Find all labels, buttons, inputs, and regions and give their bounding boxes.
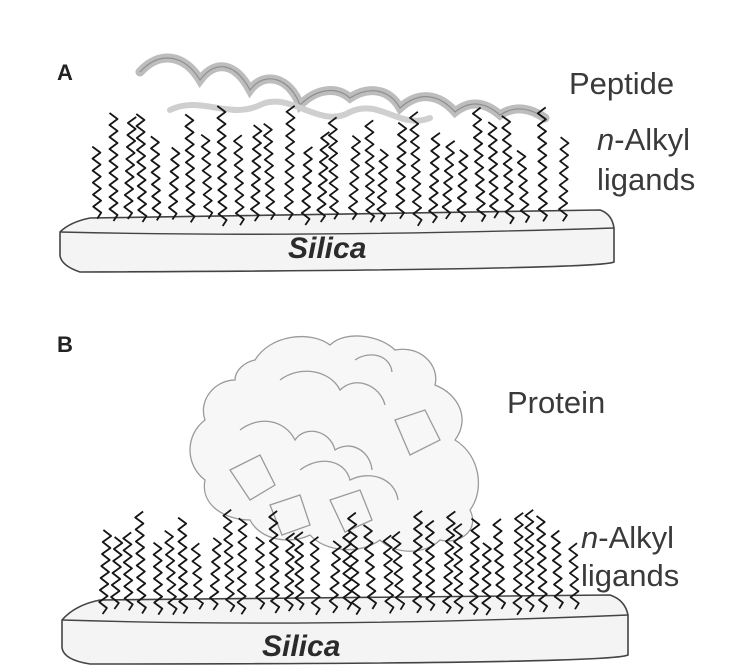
alkyl-chain xyxy=(302,147,313,225)
alkyl-chain xyxy=(251,125,261,221)
panel-a-ligand-prefix: n xyxy=(597,122,614,157)
panel-b-protein xyxy=(190,336,478,551)
panel-a-silica-label: Silica xyxy=(288,232,366,265)
alkyl-chain xyxy=(124,117,136,219)
alkyl-chain xyxy=(443,141,455,219)
alkyl-chain xyxy=(111,537,122,609)
panel-a: A Silica Peptide n-Alkyl ligands xyxy=(57,58,695,272)
alkyl-chain xyxy=(234,135,244,225)
alkyl-chain xyxy=(185,114,194,222)
alkyl-chain xyxy=(488,122,498,218)
alkyl-chain xyxy=(349,136,360,220)
panel-a-ligand-label-line2: ligands xyxy=(597,162,695,197)
alkyl-chain xyxy=(410,112,422,226)
alkyl-chain xyxy=(92,147,101,219)
alkyl-chain xyxy=(429,133,440,223)
alkyl-chain xyxy=(559,137,569,221)
alkyl-chain xyxy=(473,108,485,222)
panel-a-peptide-label: Peptide xyxy=(569,66,674,101)
panel-b-protein-label: Protein xyxy=(507,385,605,420)
panel-b-silica-slab xyxy=(62,595,628,664)
panel-b-silica-label: Silica xyxy=(262,630,340,663)
panel-a-peptide xyxy=(140,58,545,121)
alkyl-chain xyxy=(458,150,468,222)
panel-a-ligand-label-line1: n-Alkyl xyxy=(597,122,690,157)
alkyl-chain xyxy=(365,120,374,222)
alkyl-chain xyxy=(377,149,387,221)
alkyl-chain xyxy=(223,510,234,612)
alkyl-chain xyxy=(151,136,161,220)
panel-b-ligand-prefix: n xyxy=(581,520,598,555)
panel-a-letter: A xyxy=(57,60,73,85)
alkyl-chain xyxy=(217,106,226,226)
alkyl-chain xyxy=(110,113,118,221)
alkyl-chain xyxy=(136,114,146,222)
alkyl-chain xyxy=(538,107,547,221)
alkyl-chain xyxy=(135,512,146,614)
panel-b-letter: B xyxy=(57,332,73,357)
alkyl-chain xyxy=(317,132,329,222)
alkyl-chain xyxy=(285,106,295,220)
panel-a-ligand-suffix: -Alkyl xyxy=(614,122,690,157)
alkyl-chain xyxy=(329,117,338,219)
alkyl-chain xyxy=(264,124,275,220)
panel-a-alkyl-ligands xyxy=(92,106,568,226)
alkyl-chain xyxy=(123,532,132,610)
alkyl-chain xyxy=(502,116,514,224)
panel-b-ligand-suffix: -Alkyl xyxy=(598,520,674,555)
alkyl-chain xyxy=(169,148,180,220)
alkyl-chain xyxy=(201,135,212,219)
panel-b-ligand-label-line2: ligands xyxy=(581,558,679,593)
panel-b-ligand-label-line1: n-Alkyl xyxy=(581,520,674,555)
alkyl-chain xyxy=(396,123,406,219)
panel-b: B Silica Protein n-Alkyl ligands xyxy=(57,332,679,664)
